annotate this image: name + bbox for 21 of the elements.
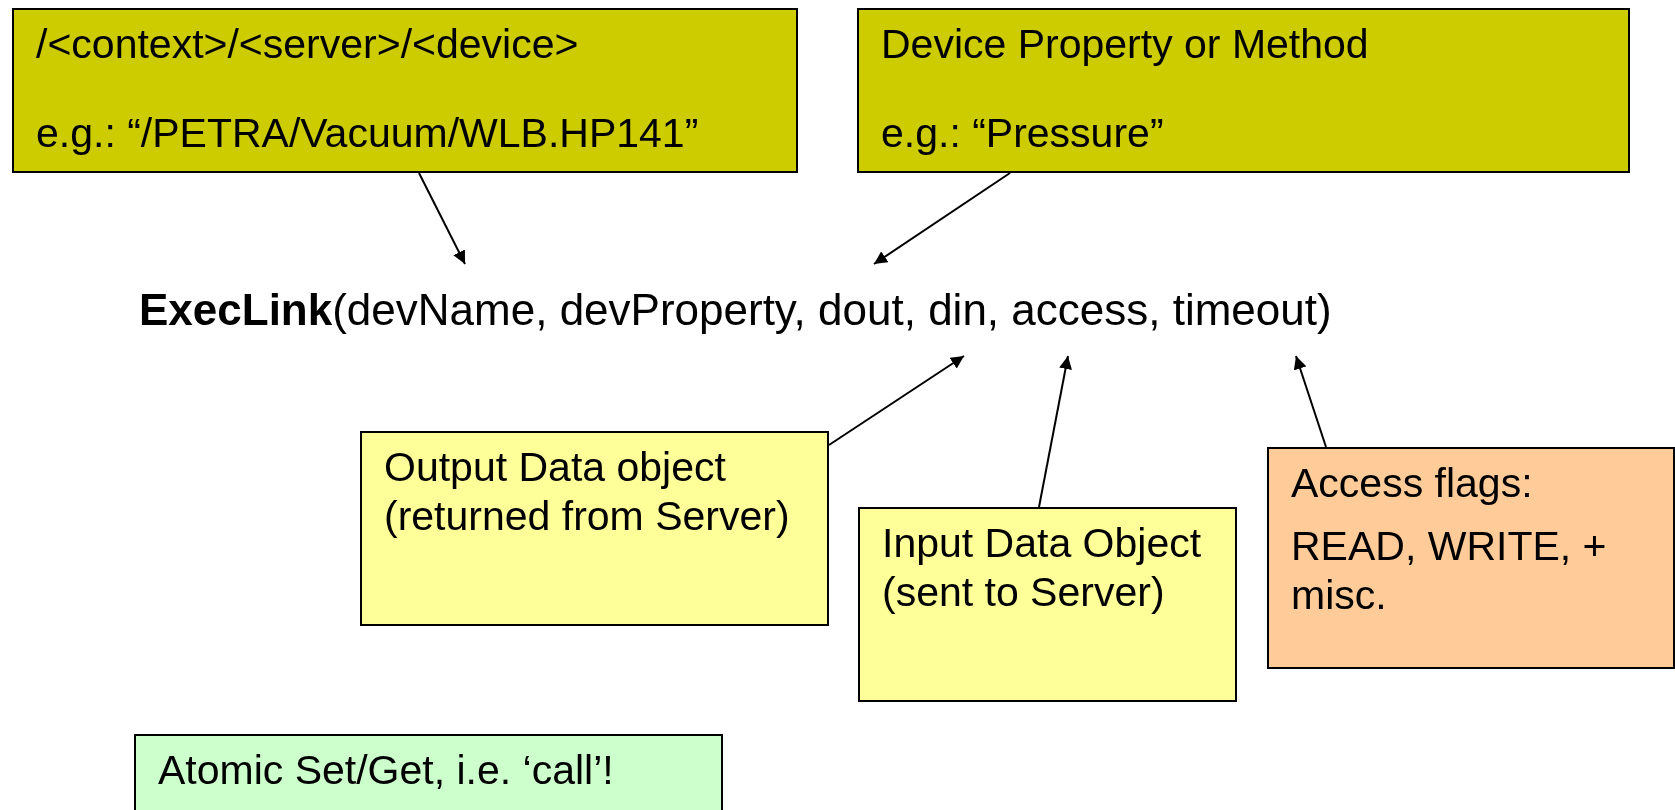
callout-text: e.g.: “/PETRA/Vacuum/WLB.HP141” <box>36 109 700 159</box>
callout-text: Access flags: <box>1291 459 1534 508</box>
callout-text: e.g.: “Pressure” <box>881 109 1165 159</box>
function-call-text: ExecLink(devName, devProperty, dout, din, access, timeout) <box>139 264 1529 356</box>
arrow <box>1293 355 1327 448</box>
callout-box <box>360 431 829 626</box>
callout-text: Input Data Object (sent to Server) <box>882 519 1203 618</box>
callout-text: READ, WRITE, + misc. <box>1291 522 1608 621</box>
arrow <box>1038 355 1072 508</box>
callout-text: Atomic Set/Get, i.e. ‘call’! <box>158 746 615 795</box>
callout-text: Device Property or Method <box>881 20 1370 69</box>
callout-box <box>857 8 1630 173</box>
callout-box <box>1267 447 1675 669</box>
arrow <box>873 172 1011 265</box>
callout-text: Output Data object (returned from Server) <box>384 443 791 542</box>
callout-box <box>12 8 798 173</box>
callout-box <box>858 507 1237 702</box>
arrow <box>828 355 965 446</box>
note-box <box>134 734 723 810</box>
callout-text: /<context>/<server>/<device> <box>36 20 580 69</box>
arrow <box>418 172 466 265</box>
